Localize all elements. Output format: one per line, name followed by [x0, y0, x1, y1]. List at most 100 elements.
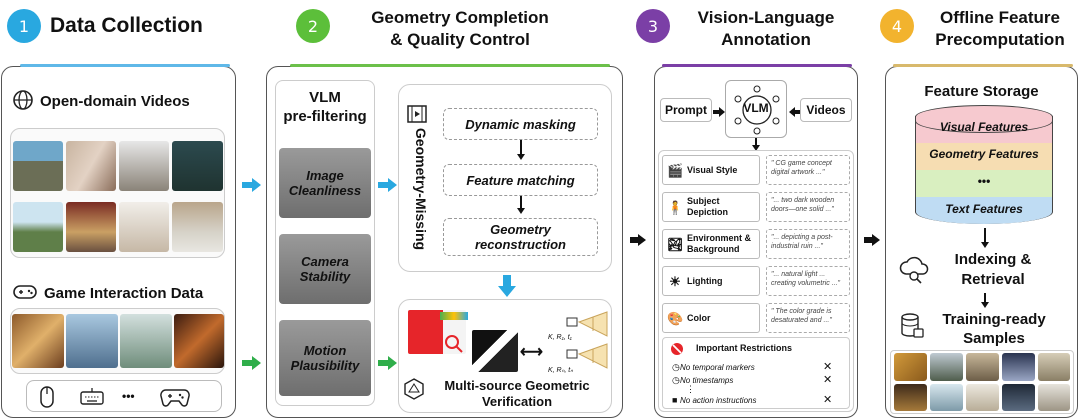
mouse-icon — [40, 386, 54, 408]
feature-storage-title: Feature Storage — [924, 83, 1039, 100]
stage-4-badge: 4 — [880, 9, 914, 43]
sample-thumbnail — [1002, 384, 1035, 411]
film-strip-icon — [407, 104, 427, 124]
indexing-retrieval-label: Indexing &Retrieval — [954, 251, 1032, 288]
video-thumbnail — [119, 141, 169, 191]
annotation-row-environment: 🏞Environment & Background "... depicting… — [662, 229, 850, 259]
videos-box: Videos — [800, 98, 852, 122]
magnifier-icon — [444, 334, 464, 354]
game-thumbnail — [66, 314, 118, 368]
sample-thumbnail — [930, 353, 963, 381]
flow-arrow-icon — [864, 233, 880, 246]
sample-thumbnail — [1002, 353, 1035, 381]
samples-grid — [890, 350, 1074, 414]
sample-thumbnail — [894, 353, 927, 381]
clock-icon: ◷ — [672, 375, 680, 385]
restrictions-box — [662, 337, 850, 409]
vertical-ellipsis: ⋮ — [686, 384, 695, 394]
sample-thumbnail — [966, 384, 999, 411]
annotation-row-lighting: ☀Lighting "... natural light ... creatin… — [662, 266, 850, 296]
step-dynamic-masking: Dynamic masking — [443, 108, 598, 140]
depth-map-image — [472, 330, 518, 372]
stage-1-badge: 1 — [7, 9, 41, 43]
cylinder-top — [915, 105, 1053, 133]
vlm-label: VLM — [743, 101, 769, 115]
sample-thumbnail — [1038, 353, 1070, 381]
x-mark-icon: ✕ — [823, 394, 833, 406]
neural-net-icon — [734, 85, 780, 135]
stage-2-title: Geometry Completion& Quality Control — [371, 8, 549, 49]
layer-ellipsis: ••• — [977, 174, 991, 188]
video-thumbnail — [172, 141, 223, 191]
prompt-box: Prompt — [660, 98, 712, 122]
open-domain-videos-label: Open-domain Videos — [40, 93, 190, 110]
keyboard-icon — [80, 388, 104, 406]
video-thumbnail — [66, 141, 116, 191]
flow-arrow-icon — [378, 178, 398, 192]
panel-4-accent — [893, 64, 1073, 67]
camera-label-1: K, R₁, t₁ — [548, 334, 572, 341]
sample-thumbnail — [1038, 384, 1070, 411]
connector — [984, 293, 986, 303]
annotation-panel — [654, 66, 858, 418]
input-devices-box — [26, 380, 222, 412]
geometry-missing-label: Geometry-Missing — [413, 127, 429, 251]
sample-thumbnail — [930, 384, 963, 411]
bidirectional-arrow-icon: ⟷ — [520, 344, 543, 361]
landscape-icon: 🏞 — [667, 236, 684, 252]
video-thumbnail — [13, 202, 63, 252]
down-arrow-icon — [752, 145, 760, 151]
mask-colorbar — [440, 312, 468, 320]
verification-box — [398, 299, 612, 413]
annotation-row-color: 🎨Color " The color grade is desaturated … — [662, 303, 850, 333]
palette-icon: 🎨 — [667, 310, 684, 326]
game-thumbnail — [174, 314, 224, 368]
x-mark-icon: ✕ — [823, 374, 833, 386]
vlm-prefilter-box — [275, 80, 375, 406]
geometry-missing-box — [398, 84, 612, 272]
x-mark-icon: ✕ — [823, 361, 833, 373]
video-thumbnail — [13, 141, 63, 191]
video-thumbnail — [119, 202, 169, 252]
stage-3-badge: 3 — [636, 9, 670, 43]
step-connector — [520, 140, 522, 154]
down-arrow-icon — [981, 242, 989, 248]
camera-icon: ■ — [672, 395, 678, 405]
annotation-fields-box — [658, 150, 854, 412]
stage-2-badge: 2 — [296, 9, 330, 43]
gamepad-icon — [12, 282, 38, 302]
flow-arrow-icon — [630, 233, 646, 246]
database-lock-icon — [900, 312, 924, 340]
sample-thumbnail — [966, 353, 999, 381]
cloud-search-icon — [898, 256, 930, 284]
connector — [984, 228, 986, 242]
video-thumbnail — [66, 202, 116, 252]
gamepad-icon — [160, 386, 190, 408]
annotation-row-subject: 🧍Subject Depiction "... two dark wooden … — [662, 192, 850, 222]
restriction-item: No action instructions — [680, 396, 757, 405]
video-thumbnail — [172, 202, 223, 252]
clock-icon: ◷ — [672, 362, 680, 372]
game-thumbnail — [120, 314, 172, 368]
annotation-row-visual-style: 🎬Visual Style " CG game concept digital … — [662, 155, 850, 185]
step-connector — [520, 196, 522, 208]
game-interaction-label: Game Interaction Data — [44, 285, 204, 302]
restriction-item: No temporal markers — [680, 363, 755, 372]
game-thumbnail — [12, 314, 64, 368]
down-arrow-icon — [517, 208, 525, 214]
flow-arrow-icon — [378, 356, 398, 370]
step-feature-matching: Feature matching — [443, 164, 598, 196]
panel-1-accent — [20, 64, 230, 67]
sample-thumbnail — [894, 384, 927, 411]
polyhedron-icon — [404, 378, 424, 400]
panel-2-accent — [290, 64, 610, 67]
panel-3-accent — [662, 64, 852, 67]
